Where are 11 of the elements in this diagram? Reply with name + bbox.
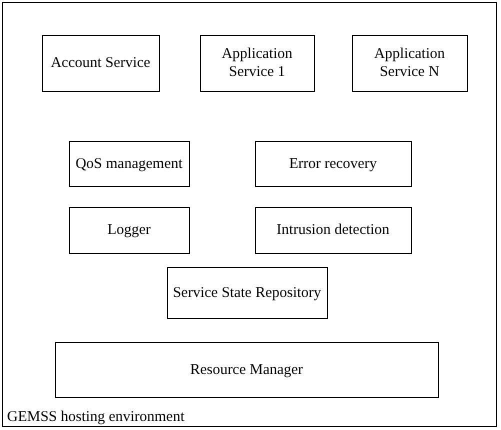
service-box: Logger <box>68 206 190 254</box>
service-box: Application Service 1 <box>200 34 314 92</box>
environment-title: GEMSS hosting environment <box>7 408 185 426</box>
service-box: Error recovery <box>254 140 412 186</box>
service-box: Intrusion detection <box>254 206 412 254</box>
service-box: Service State Repository <box>166 266 328 318</box>
environment-box <box>2 2 497 427</box>
service-box: Account Service <box>42 34 160 92</box>
service-box: Resource Manager <box>54 342 438 398</box>
service-box: QoS management <box>68 140 190 186</box>
service-box: Application Service N <box>352 34 468 92</box>
